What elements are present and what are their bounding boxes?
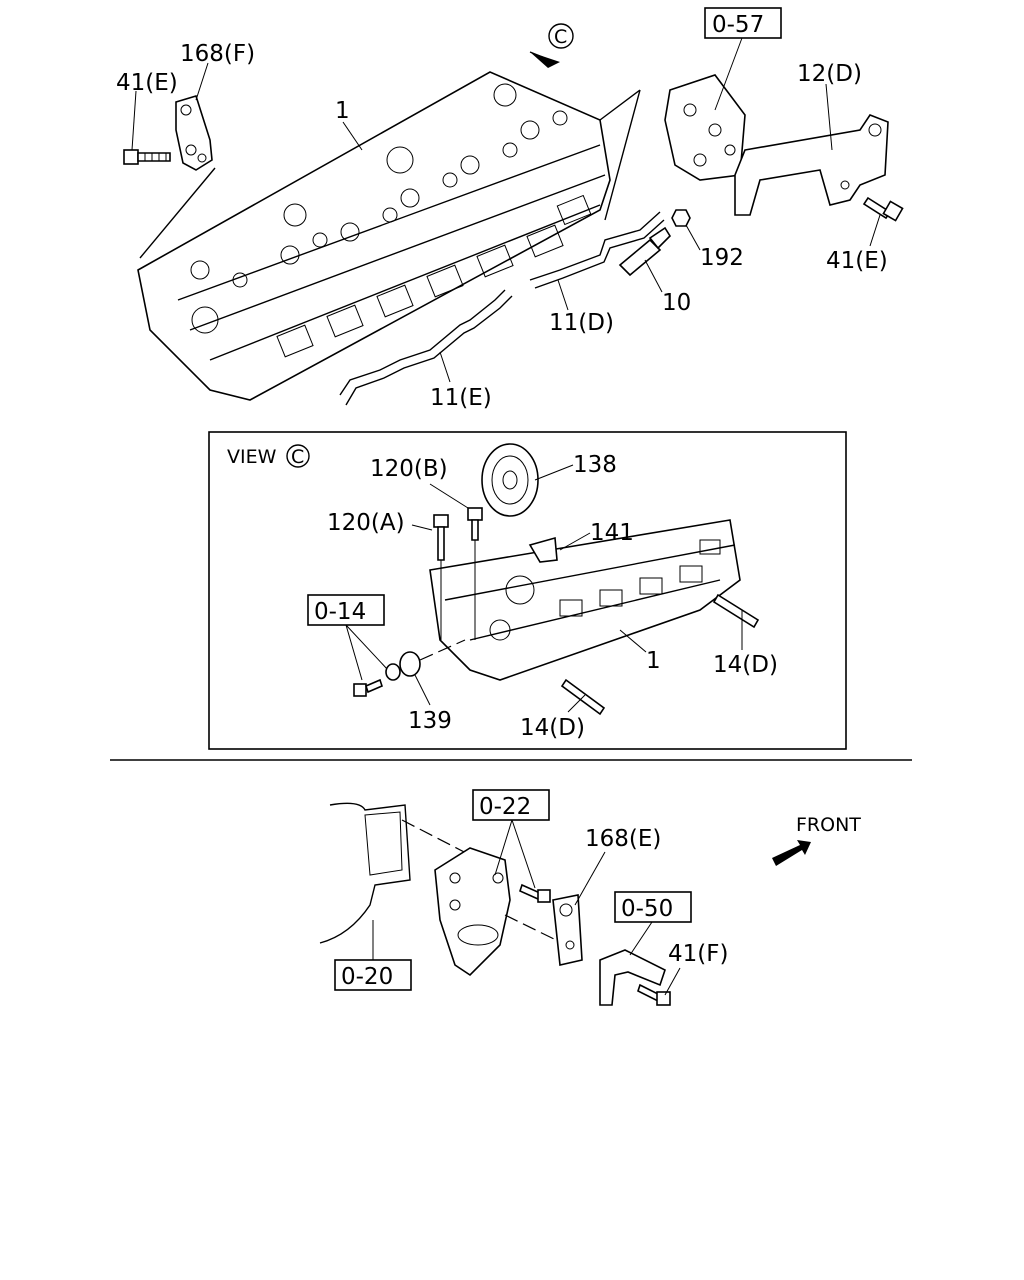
ref-box-0-14 bbox=[307, 594, 385, 626]
leader-11e bbox=[439, 351, 451, 383]
view-c-arrow: C bbox=[529, 23, 574, 68]
mount-0-57 bbox=[664, 74, 746, 181]
leader-141 bbox=[559, 532, 591, 551]
callout-1-top: 1 bbox=[335, 98, 350, 124]
leader-1-top bbox=[342, 121, 363, 151]
gear-138 bbox=[481, 443, 539, 517]
glow-plug-10 bbox=[618, 226, 672, 277]
callout-11d: 11(D) bbox=[549, 310, 614, 336]
bolt-41e-right bbox=[862, 196, 904, 222]
callout-120a: 120(A) bbox=[327, 510, 405, 536]
callout-168e: 168(E) bbox=[585, 826, 661, 852]
callout-41f: 41(F) bbox=[668, 941, 728, 967]
ref-box-0-57 bbox=[704, 7, 782, 39]
callout-120b: 120(B) bbox=[370, 456, 448, 482]
leader-0-22 bbox=[494, 819, 536, 889]
bracket-168f bbox=[175, 95, 213, 171]
pipe-11d bbox=[529, 211, 665, 289]
leader-168f bbox=[195, 62, 209, 101]
ref-0-20: 0-20 bbox=[341, 964, 393, 990]
ref-0-57: 0-57 bbox=[712, 12, 764, 38]
leader-pipe-group bbox=[599, 89, 641, 221]
bracket-12d bbox=[734, 114, 889, 216]
view-c-marker-letter: C bbox=[554, 26, 567, 48]
stud-14d-right bbox=[712, 593, 760, 629]
leader-168e-dash bbox=[504, 914, 557, 941]
nut-192 bbox=[671, 209, 691, 227]
bolt-guide-lines bbox=[440, 540, 476, 640]
leader-0-50 bbox=[629, 921, 653, 956]
callout-41e-left: 41(E) bbox=[116, 70, 178, 96]
bolt-41f bbox=[637, 983, 671, 1006]
leader-41e-right bbox=[869, 214, 881, 247]
ref-box-0-22 bbox=[472, 789, 550, 821]
leader-11d bbox=[557, 279, 569, 311]
callout-14d-bottom: 14(D) bbox=[520, 715, 585, 741]
leader-12d bbox=[825, 83, 833, 151]
mount-0-22 bbox=[434, 847, 511, 977]
leader-139-dash bbox=[419, 639, 466, 661]
callout-11e: 11(E) bbox=[430, 385, 492, 411]
pipe-11e bbox=[339, 289, 513, 406]
leader-41f bbox=[664, 967, 681, 996]
callout-192: 192 bbox=[700, 245, 744, 271]
view-c-title-letter: C bbox=[291, 446, 304, 468]
callout-41e-right: 41(E) bbox=[826, 248, 888, 274]
bracket-0-50 bbox=[599, 949, 666, 1006]
view-c-circle bbox=[286, 444, 310, 468]
bolt-0-22 bbox=[519, 883, 551, 903]
bolt-41e-left bbox=[123, 149, 171, 165]
bolt-0-14 bbox=[353, 678, 383, 697]
callout-168f: 168(F) bbox=[180, 41, 255, 67]
leader-0-20-dash bbox=[401, 819, 471, 856]
flywheel-housing-0-20 bbox=[319, 802, 411, 944]
plug-141 bbox=[528, 536, 558, 563]
ref-box-0-50 bbox=[614, 891, 692, 923]
bolt-120b bbox=[467, 507, 483, 541]
front-arrow-icon bbox=[772, 840, 811, 866]
callout-141: 141 bbox=[590, 520, 634, 546]
callout-138: 138 bbox=[573, 452, 617, 478]
callout-139: 139 bbox=[408, 708, 452, 734]
leader-138 bbox=[534, 464, 574, 481]
leader-192 bbox=[685, 224, 701, 251]
callout-1-view: 1 bbox=[646, 648, 661, 674]
head-valve-holes bbox=[190, 83, 568, 334]
ref-0-14: 0-14 bbox=[314, 599, 366, 625]
head-ports bbox=[276, 194, 592, 358]
cap-139 bbox=[399, 651, 421, 677]
ref-0-50: 0-50 bbox=[621, 896, 673, 922]
leader-10 bbox=[644, 259, 663, 293]
callout-12d: 12(D) bbox=[797, 61, 862, 87]
leader-0-14 bbox=[345, 624, 389, 681]
leader-41e-left bbox=[131, 90, 137, 151]
cylinder-head-assembly bbox=[137, 71, 611, 401]
view-c-title: VIEW bbox=[227, 446, 277, 468]
view-c-arrowhead bbox=[530, 52, 560, 68]
front-label: FRONT bbox=[796, 814, 861, 836]
ref-0-22: 0-22 bbox=[479, 794, 531, 820]
leader-120a bbox=[411, 524, 433, 531]
washer-0-14 bbox=[385, 663, 401, 681]
leader-0-57 bbox=[714, 37, 743, 111]
leader-168e bbox=[574, 851, 606, 906]
callout-14d-right: 14(D) bbox=[713, 652, 778, 678]
leader-139 bbox=[414, 674, 431, 706]
ref-box-0-20 bbox=[334, 959, 412, 991]
bolt-120a bbox=[433, 514, 449, 561]
leader-1-view bbox=[619, 629, 647, 653]
callout-10: 10 bbox=[662, 290, 691, 316]
leader-14d-bottom bbox=[567, 694, 586, 713]
leader-120b bbox=[429, 483, 469, 509]
view-c-head bbox=[429, 519, 741, 681]
bracket-168e bbox=[552, 894, 583, 966]
